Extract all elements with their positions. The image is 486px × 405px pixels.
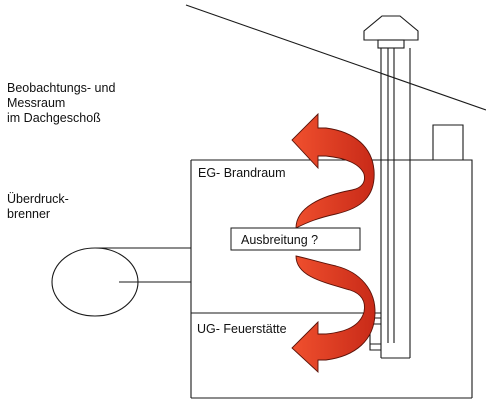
burner-line-2: brenner xyxy=(7,207,51,221)
chimney-cap xyxy=(363,15,419,41)
observation-room-line-1: Beobachtungs- und xyxy=(7,81,116,95)
eg-room-label: EG- Brandraum xyxy=(198,166,286,180)
spread-arrow-lower xyxy=(291,255,376,374)
spread-question-label: Ausbreitung ? xyxy=(241,233,319,247)
building-outline xyxy=(191,159,473,398)
roof-chimney xyxy=(432,124,464,160)
observation-room-label: Beobachtungs- und Messraum im Dachgescho… xyxy=(7,81,115,126)
observation-room-line-2: Messraum xyxy=(7,96,66,110)
spread-question-box xyxy=(230,227,361,251)
chimney-collar xyxy=(377,39,405,49)
ug-room-label: UG- Feuerstätte xyxy=(197,322,287,336)
roof-line xyxy=(185,4,486,111)
burner-label: Überdruck- brenner xyxy=(7,192,69,222)
burner-line-1: Überdruck- xyxy=(7,192,69,206)
flue-pipe xyxy=(369,317,381,351)
observation-room-line-3: im Dachgeschoß xyxy=(7,111,101,125)
spread-arrow-upper xyxy=(291,112,375,229)
